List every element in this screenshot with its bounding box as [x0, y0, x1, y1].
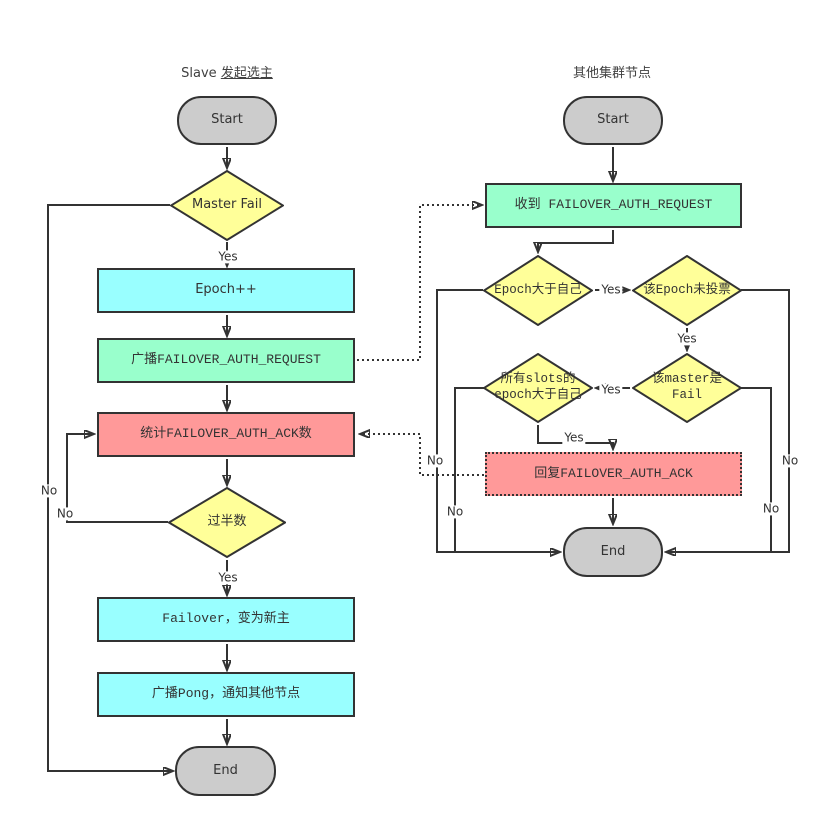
node-start-right: Start: [563, 96, 663, 145]
diamond-shape: [632, 255, 742, 326]
lane-title-right: 其他集群节点: [532, 62, 692, 81]
decision-master-is-fail: 该master是 Fail: [632, 353, 742, 423]
decision-master-fail-label: Master Fail: [191, 197, 262, 213]
edge-label-no-masterfail: No: [38, 483, 60, 498]
edge-label-no-masterfaild: No: [760, 501, 782, 516]
decision-master-is-fail-label: 该master是 Fail: [651, 372, 722, 402]
edge-receive-epochgt: [538, 230, 614, 251]
lane-title-left: Slave 发起选主: [142, 62, 312, 81]
lane-title-left-underlined: 发起选主: [220, 66, 273, 81]
edge-majority-no-countack: [66, 434, 168, 523]
node-end-left: End: [175, 746, 276, 796]
node-start-left: Start: [177, 96, 277, 145]
process-broadcast-failover-auth-request: 广播FAILOVER_AUTH_REQUEST: [97, 338, 355, 383]
edge-label-yes-epochgt: Yes: [599, 282, 623, 297]
process-broadcast-failover-auth-request-label: 广播FAILOVER_AUTH_REQUEST: [131, 352, 321, 368]
decision-all-slots-epoch-greater: 所有slots的 epoch大于自己: [483, 353, 593, 423]
edge-broadcastreq-dotted-receive: [357, 205, 481, 361]
decision-all-slots-epoch-greater-label: 所有slots的 epoch大于自己: [494, 372, 582, 402]
node-end-left-label: End: [213, 762, 238, 778]
diamond-shape: [483, 255, 593, 326]
process-broadcast-pong-label: 广播Pong，通知其他节点: [151, 686, 301, 702]
edge-epochgt-no-rend: [436, 289, 559, 552]
edge-label-yes-majority: Yes: [216, 570, 240, 585]
decision-majority-label: 过半数: [207, 514, 247, 530]
node-start-left-label: Start: [211, 112, 243, 128]
diamond-shape: [483, 353, 593, 423]
edge-label-yes-masterfail: Yes: [216, 249, 240, 264]
edge-notvoted-no-rend: [667, 289, 790, 552]
process-failover-become-master: Failover，变为新主: [97, 597, 355, 642]
decision-epoch-greater: Epoch大于自己: [483, 255, 593, 326]
diamond-shape: [632, 353, 742, 423]
diamond-shape: [168, 487, 286, 558]
edge-label-yes-masterfaild: Yes: [599, 382, 623, 397]
process-epoch-increment: Epoch++: [97, 268, 355, 313]
process-count-failover-auth-ack: 统计FAILOVER_AUTH_ACK数: [97, 412, 355, 457]
edge-masterfaild-no-rend: [739, 387, 772, 552]
process-broadcast-pong: 广播Pong，通知其他节点: [97, 672, 355, 717]
process-failover-become-master-label: Failover，变为新主: [162, 611, 290, 627]
decision-epoch-not-voted: 该Epoch未投票: [632, 255, 742, 326]
process-reply-failover-auth-ack: 回复FAILOVER_AUTH_ACK: [485, 452, 742, 496]
edge-label-no-majority: No: [54, 506, 76, 521]
edge-label-no-epochgt: No: [424, 453, 446, 468]
node-start-right-label: Start: [597, 112, 629, 128]
edge-label-no-notvoted: No: [779, 453, 801, 468]
edge-label-yes-notvoted: Yes: [675, 331, 699, 346]
node-end-right-label: End: [600, 543, 626, 559]
node-end-right: End: [563, 527, 663, 577]
edge-replyack-dotted-countack: [361, 434, 484, 476]
process-reply-failover-auth-ack-label: 回复FAILOVER_AUTH_ACK: [534, 465, 693, 481]
decision-majority: 过半数: [168, 487, 286, 558]
edge-label-yes-slotsgt: Yes: [562, 430, 586, 445]
process-epoch-increment-label: Epoch++: [195, 282, 257, 298]
lane-title-right-text: 其他集群节点: [572, 66, 651, 81]
edge-label-no-slotsgt: No: [444, 504, 466, 519]
decision-epoch-not-voted-label: 该Epoch未投票: [643, 282, 731, 297]
edge-slotsgt-no-rend: [454, 387, 487, 552]
process-receive-failover-auth-request: 收到 FAILOVER_AUTH_REQUEST: [485, 183, 742, 228]
lane-title-left-prefix: Slave: [181, 66, 221, 81]
process-count-failover-auth-ack-label: 统计FAILOVER_AUTH_ACK数: [140, 426, 312, 442]
diamond-shape: [170, 170, 284, 241]
process-receive-failover-auth-request-label: 收到 FAILOVER_AUTH_REQUEST: [514, 197, 713, 213]
decision-master-fail: Master Fail: [170, 170, 284, 241]
decision-epoch-greater-label: Epoch大于自己: [494, 282, 582, 297]
